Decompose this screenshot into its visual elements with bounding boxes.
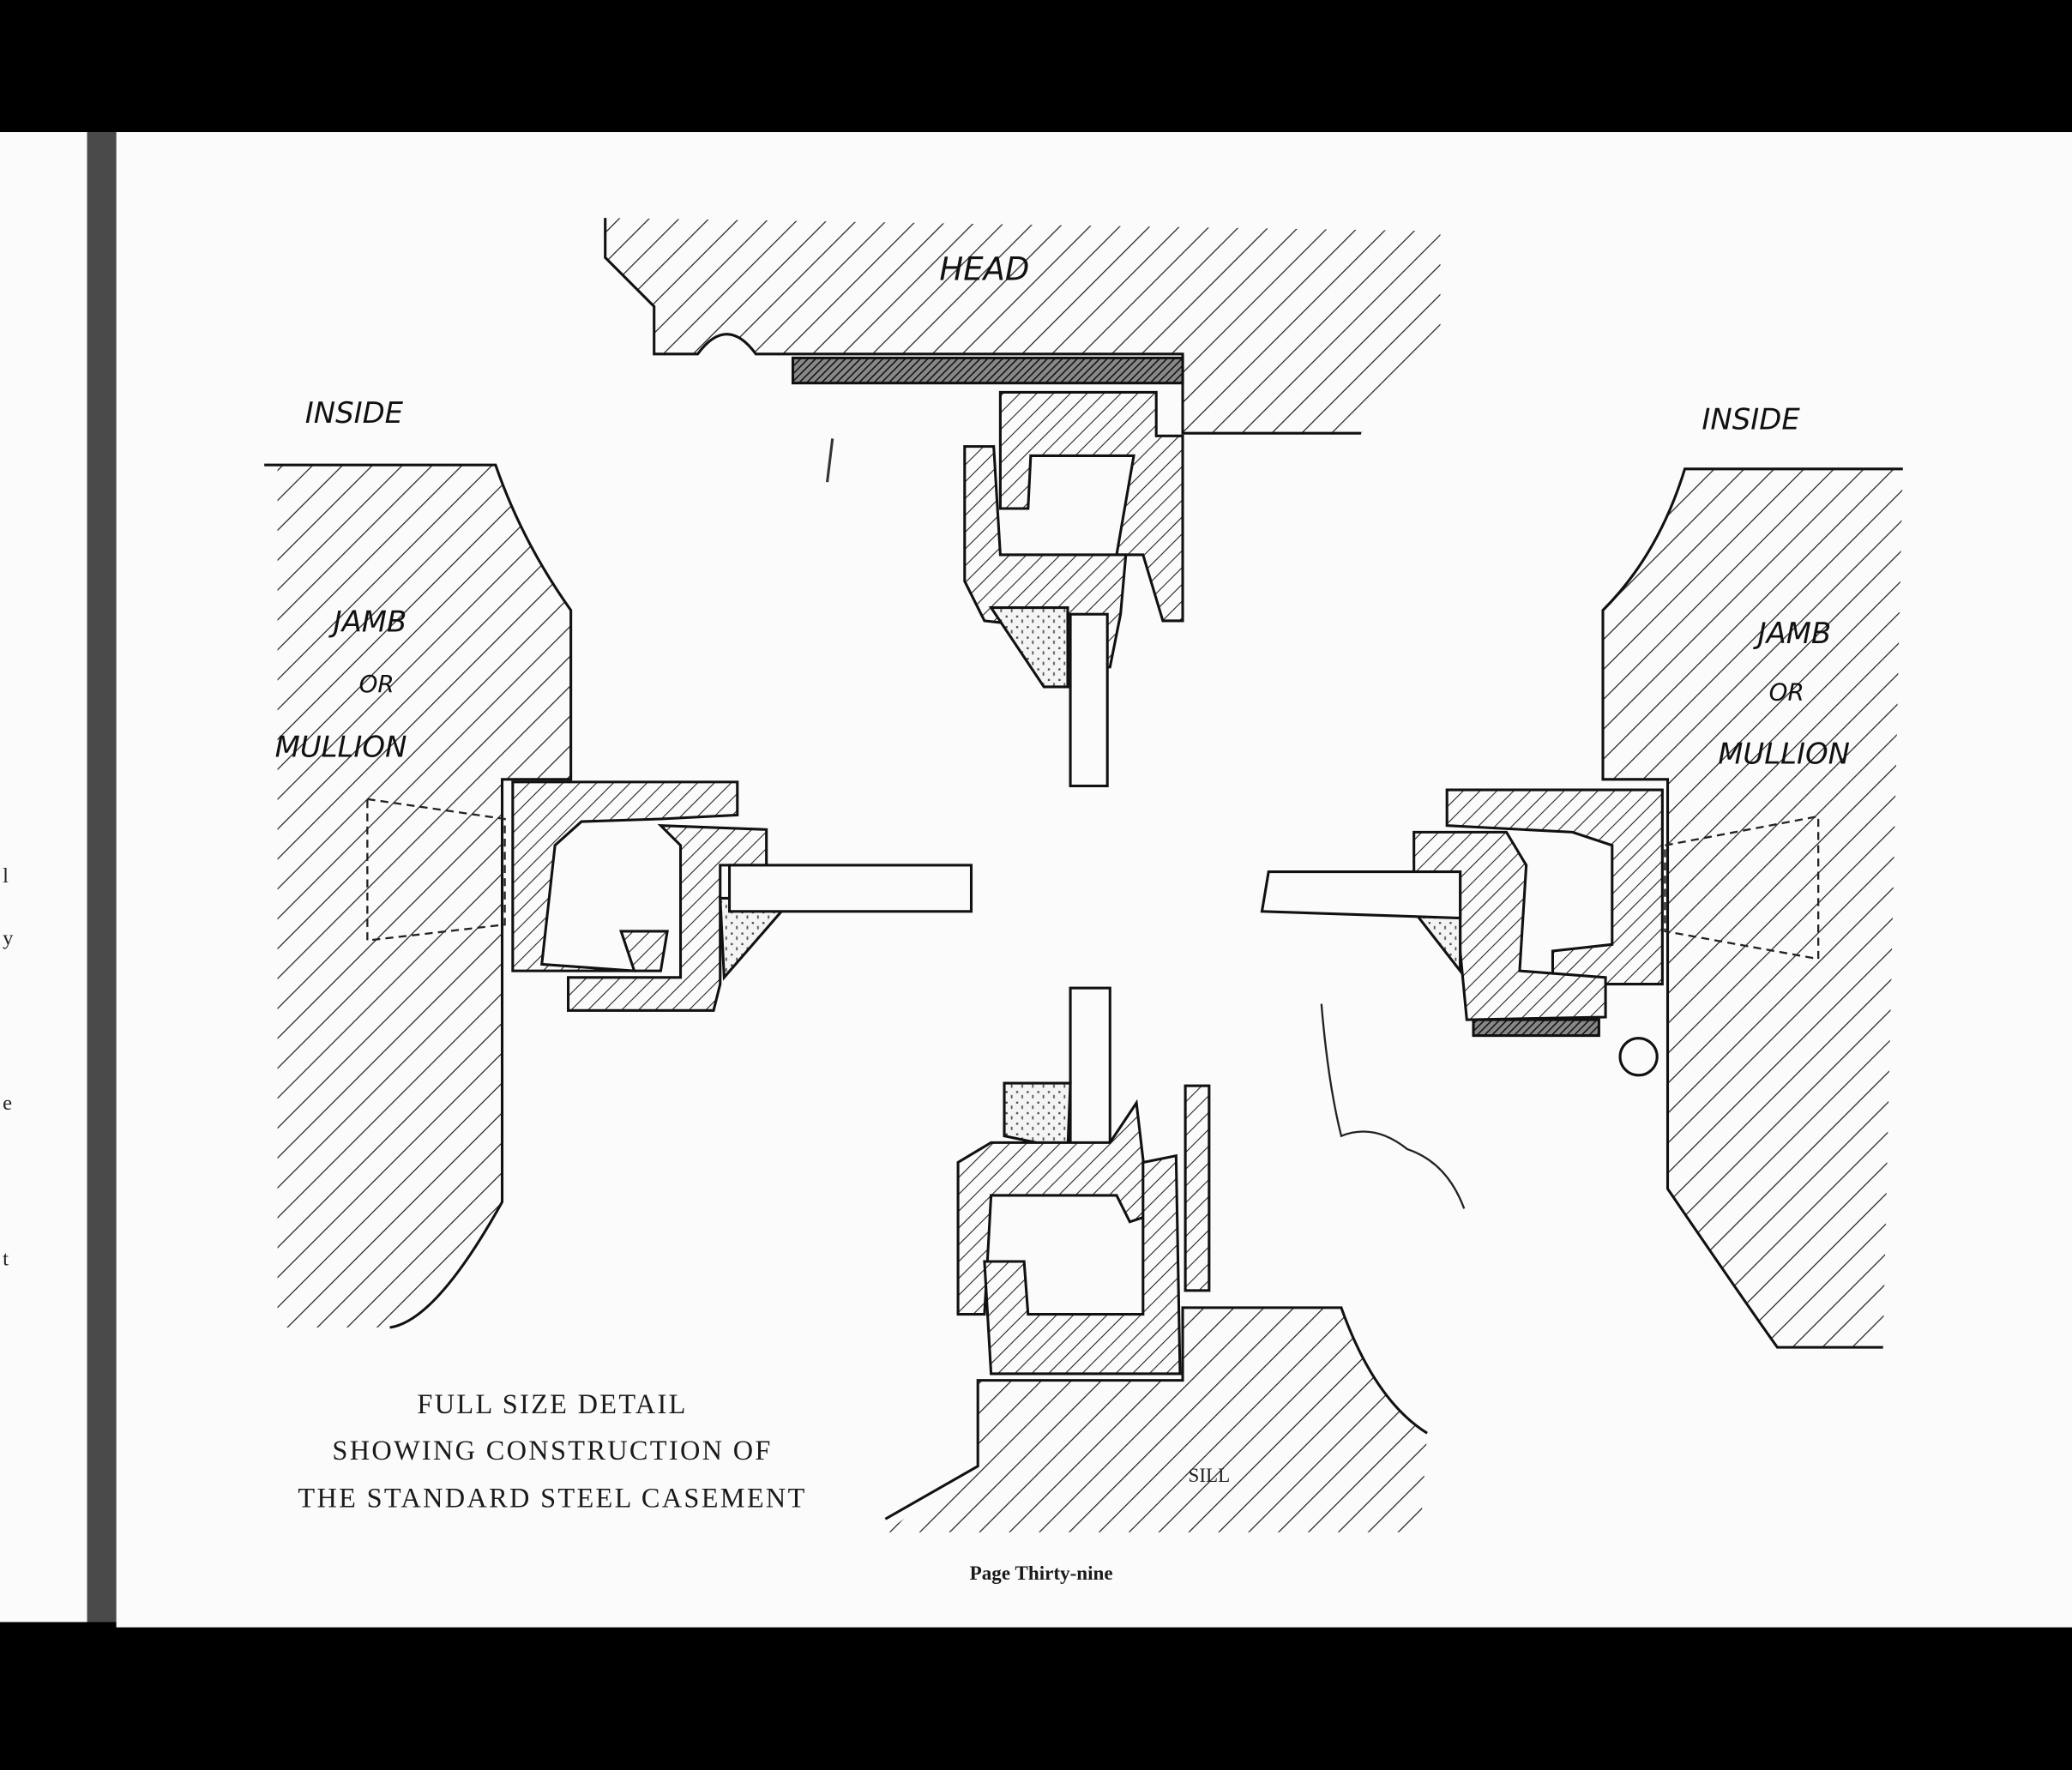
right-casement-frame — [1260, 788, 1664, 1077]
head-steel-plate — [791, 356, 1184, 385]
left-page-fragment: t — [3, 1248, 9, 1271]
hinge-pin — [1618, 1037, 1659, 1077]
left-glass — [727, 864, 973, 913]
label-or-left: OR — [359, 670, 395, 698]
left-jamb-wall-section — [264, 463, 573, 1329]
label-jamb-left: JAMB — [328, 605, 407, 638]
page-gutter — [87, 132, 117, 1622]
stray-mark — [826, 438, 834, 483]
page-number: Page Thirty-nine — [970, 1562, 1113, 1584]
stray-pen-mark — [1320, 1003, 1466, 1209]
label-head: HEAD — [939, 251, 1029, 288]
caption-line: SHOWING CONSTRUCTION OF — [332, 1435, 772, 1466]
left-page-fragment: l — [3, 864, 9, 888]
right-glass — [1260, 870, 1462, 920]
right-jamb-wall-section — [1601, 467, 1903, 1349]
sill-casement-frame — [956, 986, 1211, 1376]
head-wall-section — [604, 218, 1441, 435]
label-jamb-right: JAMB — [1753, 617, 1832, 650]
left-page-edge — [0, 132, 87, 1622]
left-page-fragment: y — [3, 926, 14, 949]
left-casement-frame — [511, 780, 973, 1012]
label-inside-left: INSIDE — [305, 396, 404, 430]
sill-wall-section — [884, 1306, 1428, 1532]
caption-line: THE STANDARD STEEL CASEMENT — [298, 1482, 806, 1513]
right-screw-outline — [1664, 815, 1820, 960]
label-sill: SILL — [1188, 1464, 1230, 1486]
head-glass — [1069, 612, 1109, 788]
label-or-right: OR — [1769, 677, 1804, 706]
caption-line: FULL SIZE DETAIL — [417, 1388, 687, 1419]
left-screw-outline — [366, 798, 506, 942]
sill-glass — [1069, 986, 1111, 1151]
left-page-fragment: e — [3, 1092, 12, 1115]
label-mullion-left: MULLION — [275, 731, 407, 764]
label-inside-right: INSIDE — [1702, 403, 1800, 436]
label-mullion-right: MULLION — [1718, 737, 1850, 770]
head-casement-frame — [963, 390, 1184, 788]
